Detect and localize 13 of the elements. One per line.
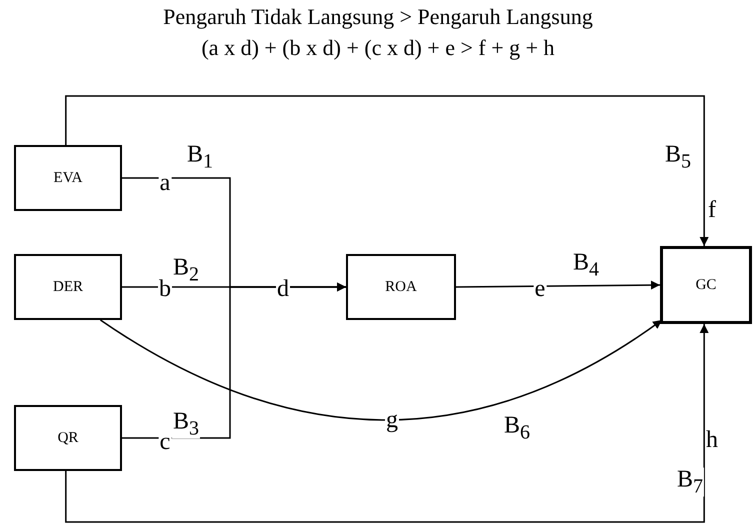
variable-box: EVA bbox=[14, 145, 122, 211]
variable-box: GC bbox=[660, 246, 752, 324]
arrow bbox=[65, 95, 709, 246]
arrow bbox=[65, 324, 709, 523]
variable-box: ROA bbox=[346, 254, 456, 320]
arrow bbox=[456, 280, 660, 290]
arrow bbox=[100, 319, 662, 421]
formula-text: (a x d) + (b x d) + (c x d) + e > f + g + h bbox=[200, 37, 556, 59]
path-label: B$_{3}$ bbox=[172, 410, 200, 438]
path-label: B$_{7}$ bbox=[676, 468, 704, 496]
variable-box: QR bbox=[14, 405, 122, 471]
variable-box: DER bbox=[14, 254, 122, 320]
diagram-title: Pengaruh Tidak Langsung > Pengaruh Langsung bbox=[162, 4, 594, 30]
